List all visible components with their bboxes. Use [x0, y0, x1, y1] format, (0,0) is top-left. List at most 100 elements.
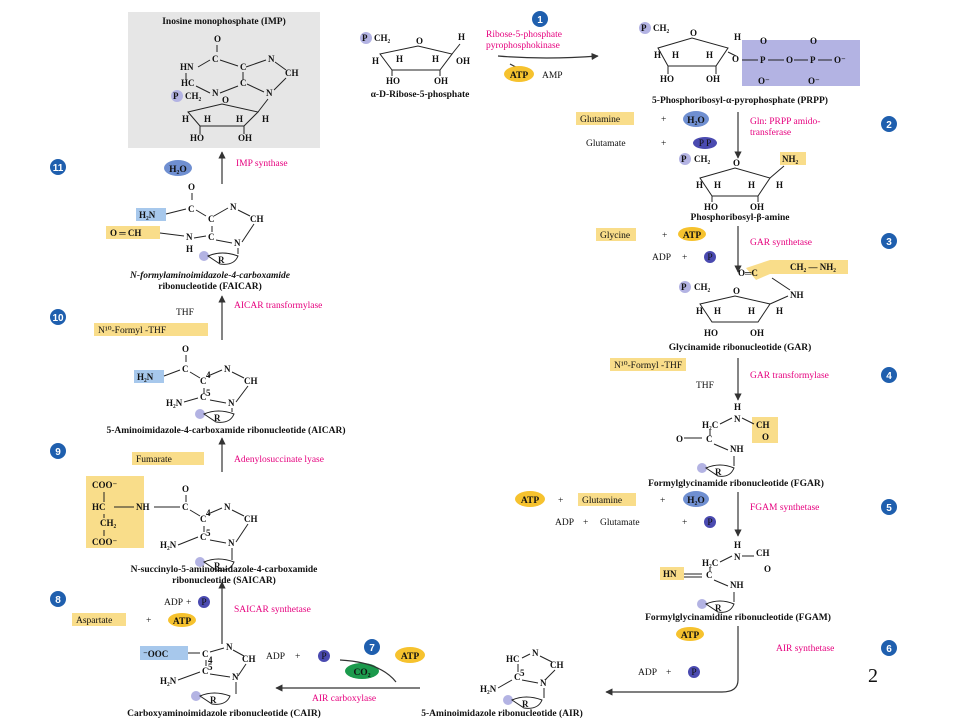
svg-text:OH: OH — [456, 56, 470, 66]
svg-text:GAR transformylase: GAR transformylase — [750, 370, 829, 381]
svg-text:AICAR transformylase: AICAR transformylase — [234, 300, 322, 311]
svg-text:H: H — [696, 306, 703, 316]
svg-text:H: H — [372, 56, 379, 66]
svg-text:O⁻: O⁻ — [758, 76, 770, 86]
svg-text:+: + — [660, 496, 665, 506]
svg-text:H: H — [182, 114, 189, 124]
svg-text:O: O — [188, 182, 195, 192]
svg-text:AIR synthetase: AIR synthetase — [776, 644, 834, 654]
svg-text:P: P — [321, 652, 326, 662]
svg-text:H: H — [262, 114, 269, 124]
svg-text:H: H — [776, 306, 783, 316]
fgam-label: Formylglycinamidine ribonucleotide (FGAM… — [645, 612, 831, 623]
svg-text:H₂N: H₂N — [137, 372, 154, 382]
svg-text:H: H — [776, 180, 783, 190]
svg-text:O: O — [764, 564, 771, 574]
svg-text:H: H — [734, 540, 741, 550]
svg-text:CH: CH — [244, 376, 258, 386]
svg-text:C: C — [240, 78, 247, 88]
svg-text:C: C — [202, 666, 209, 676]
svg-text:+: + — [186, 598, 191, 608]
svg-text:OH: OH — [238, 133, 252, 143]
svg-text:P: P — [362, 33, 368, 43]
svg-text:N: N — [230, 202, 237, 212]
svg-text:N: N — [734, 552, 741, 562]
svg-text:CH₂: CH₂ — [694, 154, 711, 164]
gar-label: Glycinamide ribonucleotide (GAR) — [669, 342, 812, 353]
air-structure: HC N CH C 5 N H₂N R — [480, 648, 564, 709]
svg-text:5: 5 — [206, 528, 211, 538]
saicar-label-1: N-succinylo-5-aminoimidazole-4-carboxami… — [131, 565, 318, 575]
imp-label: Inosine monophosphate (IMP) — [162, 16, 286, 27]
svg-text:N: N — [268, 54, 275, 64]
svg-text:C: C — [182, 502, 189, 512]
svg-text:H: H — [204, 114, 211, 124]
svg-text:HO: HO — [704, 202, 718, 212]
svg-text:CH₂ — NH₂: CH₂ — NH₂ — [790, 262, 836, 272]
svg-text:+: + — [661, 115, 666, 125]
svg-text:SAICAR synthetase: SAICAR synthetase — [234, 605, 311, 615]
svg-text:O: O — [690, 28, 697, 38]
svg-text:P: P — [810, 55, 816, 65]
svg-text:C: C — [182, 364, 189, 374]
svg-text:CH: CH — [250, 214, 264, 224]
svg-text:H: H — [186, 244, 193, 254]
cair-label: Carboxyaminoimidazole ribonucleotide (CA… — [127, 708, 321, 719]
step-number: 1 — [537, 15, 543, 26]
svg-text:CH: CH — [242, 654, 256, 664]
svg-text:P: P — [760, 55, 766, 65]
svg-text:GAR synthetase: GAR synthetase — [750, 238, 812, 248]
svg-text:CH: CH — [756, 420, 770, 430]
atp-oval — [504, 66, 534, 82]
svg-text:HO: HO — [386, 76, 400, 86]
svg-text:CH₂: CH₂ — [374, 33, 391, 43]
svg-text:CH: CH — [756, 548, 770, 558]
svg-text:6: 6 — [886, 644, 892, 655]
svg-text:Fumarate: Fumarate — [136, 455, 172, 465]
svg-text:O: O — [182, 344, 189, 354]
svg-text:ADP: ADP — [638, 668, 657, 678]
svg-text:9: 9 — [55, 447, 61, 458]
svg-text:H₂N: H₂N — [480, 684, 497, 694]
svg-text:R: R — [214, 561, 221, 571]
fgam-structure: H N H₂C CH O HN C NH R — [660, 540, 771, 613]
svg-text:4: 4 — [208, 655, 213, 665]
svg-text:NH: NH — [136, 502, 150, 512]
svg-text:O: O — [762, 432, 769, 442]
gar-structure: O═C CH₂ — NH₂ NH P CH₂ O H H H H HO OH — [679, 260, 848, 338]
svg-text:H: H — [748, 306, 755, 316]
svg-text:CH: CH — [550, 660, 564, 670]
svg-text:+: + — [295, 652, 300, 662]
svg-text:O═C: O═C — [738, 268, 758, 278]
svg-text:5: 5 — [520, 668, 525, 678]
svg-text:HO: HO — [190, 133, 204, 143]
svg-text:H: H — [696, 180, 703, 190]
svg-text:N: N — [266, 88, 273, 98]
svg-text:AMP: AMP — [542, 71, 563, 81]
svg-text:+: + — [583, 518, 588, 528]
svg-text:ATP: ATP — [510, 71, 528, 81]
svg-text:OH: OH — [706, 74, 720, 84]
svg-text:N: N — [540, 678, 547, 688]
svg-text:N: N — [532, 648, 539, 658]
svg-text:R: R — [715, 603, 722, 613]
svg-text:C: C — [208, 232, 215, 242]
svg-text:CH₂: CH₂ — [185, 91, 202, 101]
saicar-label-2: ribonucleotide (SAICAR) — [172, 575, 276, 586]
air-label: 5-Aminoimidazole ribonucleotide (AIR) — [421, 708, 583, 719]
svg-text:P: P — [681, 154, 687, 164]
svg-text:O: O — [760, 36, 767, 46]
svg-text:P: P — [681, 282, 687, 292]
faicar-structure: O C H₂N O ═ CH N H C N CH C N R — [106, 182, 264, 265]
svg-text:HN: HN — [663, 569, 677, 579]
svg-text:C: C — [208, 214, 215, 224]
svg-text:N: N — [212, 88, 219, 98]
svg-text:P: P — [201, 598, 206, 608]
svg-text:AIR carboxylase: AIR carboxylase — [312, 694, 376, 704]
svg-text:11: 11 — [53, 163, 64, 174]
svg-text:O: O — [733, 286, 740, 296]
svg-text:ATP: ATP — [521, 496, 539, 506]
step-badge — [532, 11, 548, 27]
svg-text:O: O — [810, 36, 817, 46]
